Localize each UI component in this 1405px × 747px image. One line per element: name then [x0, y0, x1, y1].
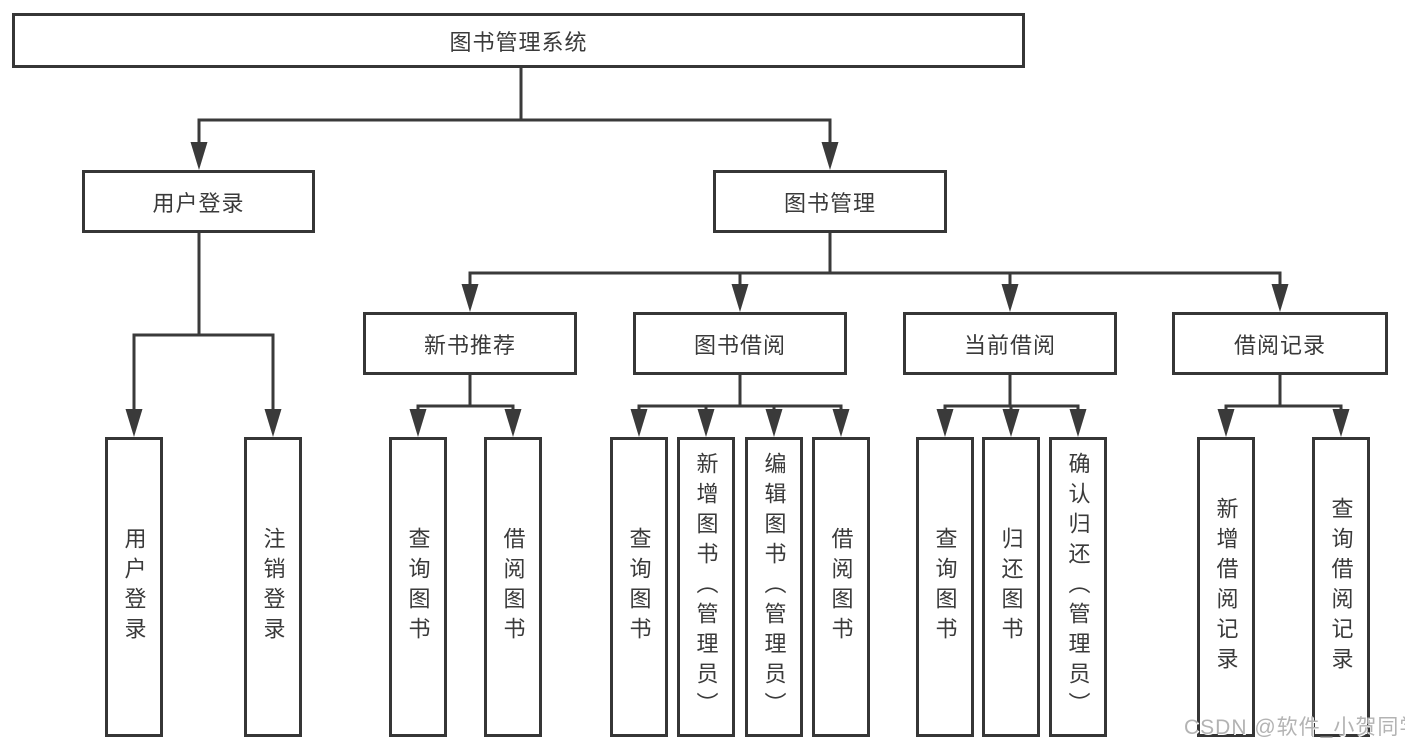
node-book-borrow: 图书借阅 — [633, 312, 847, 375]
node-new-book-recommend: 新书推荐 — [363, 312, 577, 375]
leaf-logout: 注销登录 — [244, 437, 302, 737]
leaf-borrow-books-recommend: 借阅图书 — [484, 437, 542, 737]
leaf-query-books-borrow: 查询图书 — [610, 437, 668, 737]
node-library-management-system: 图书管理系统 — [12, 13, 1025, 68]
leaf-query-borrow-record: 查询借阅记录 — [1312, 437, 1370, 737]
leaf-query-books-current: 查询图书 — [916, 437, 974, 737]
leaf-add-borrow-record: 新增借阅记录 — [1197, 437, 1255, 737]
leaf-return-books: 归还图书 — [982, 437, 1040, 737]
node-current-borrow: 当前借阅 — [903, 312, 1117, 375]
leaf-edit-books-admin: 编辑图书（管理员） — [745, 437, 803, 737]
leaf-user-login: 用户登录 — [105, 437, 163, 737]
leaf-borrow-books: 借阅图书 — [812, 437, 870, 737]
leaf-add-books-admin: 新增图书（管理员） — [677, 437, 735, 737]
csdn-watermark: CSDN @软件_小贺同学 — [1184, 716, 1405, 739]
leaf-query-books-recommend: 查询图书 — [389, 437, 447, 737]
node-borrow-records: 借阅记录 — [1172, 312, 1388, 375]
node-user-login: 用户登录 — [82, 170, 315, 233]
leaf-confirm-return-admin: 确认归还（管理员） — [1049, 437, 1107, 737]
node-book-management: 图书管理 — [713, 170, 947, 233]
